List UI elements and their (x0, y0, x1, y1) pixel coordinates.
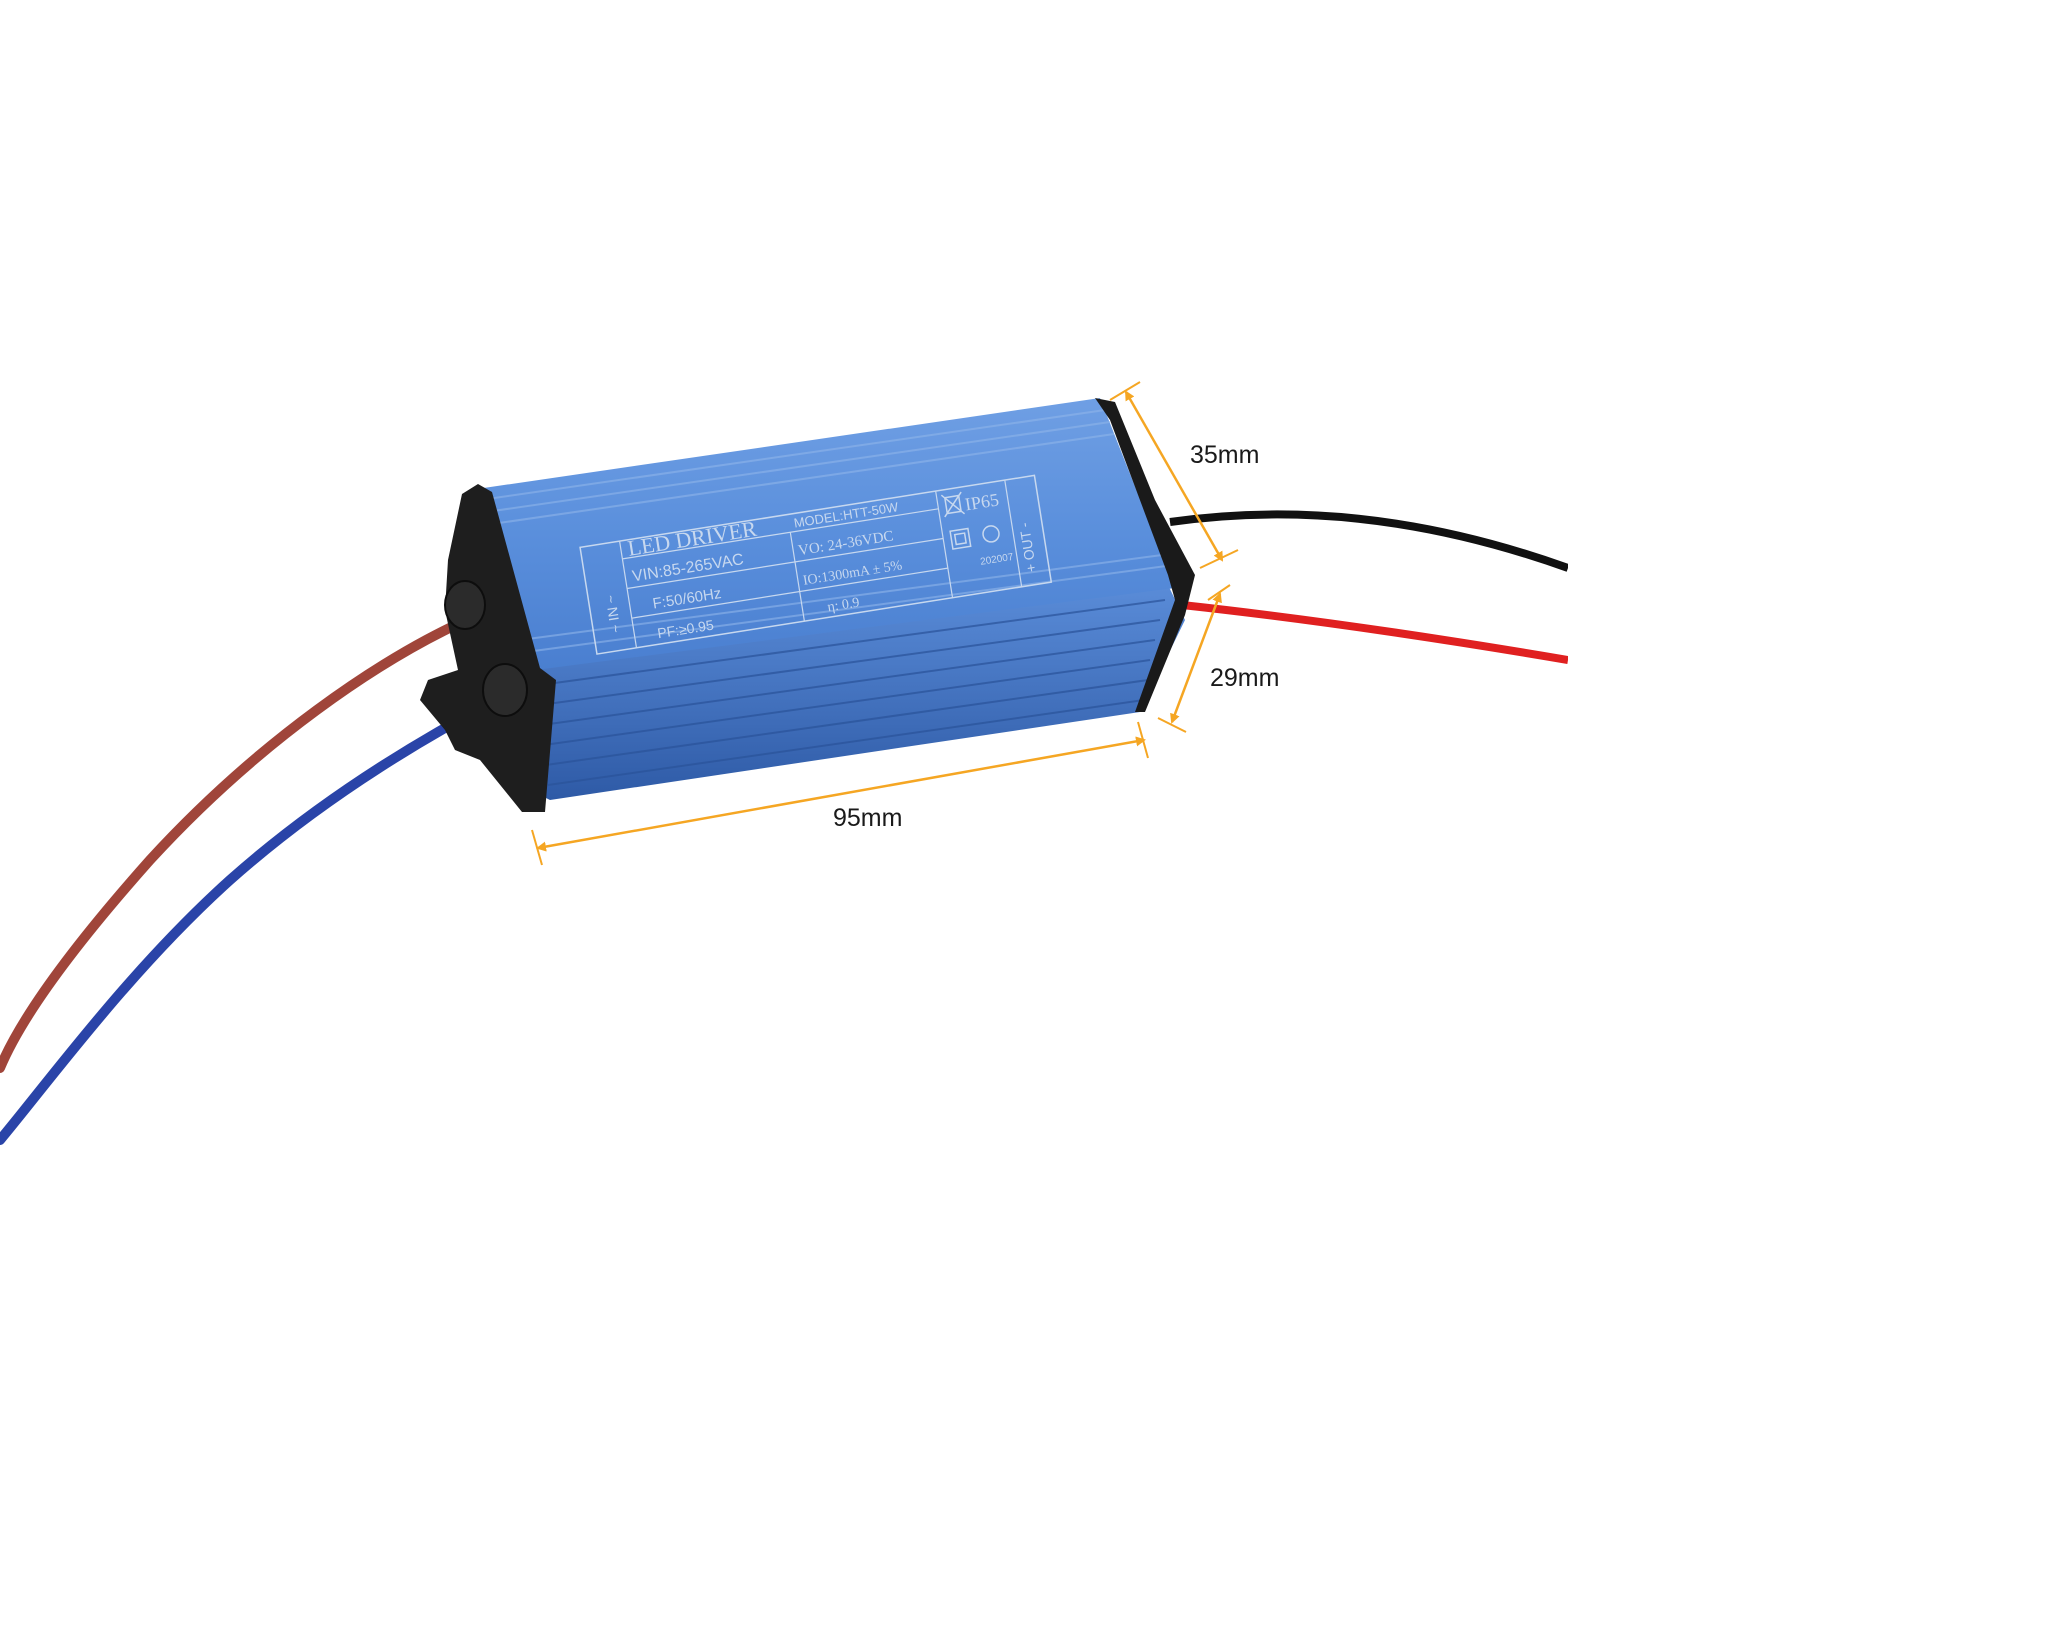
dim-length-label: 95mm (833, 804, 902, 832)
dim-width-tick-bottom (1157, 717, 1187, 733)
housing-top (470, 398, 1175, 670)
left-end-cap (420, 484, 556, 812)
right-end-cap (1095, 398, 1195, 712)
brown-wire (0, 617, 467, 1073)
dimension-width: 29mm (1157, 584, 1279, 733)
dimension-height: 35mm (1109, 381, 1259, 569)
dim-width-arrow (1170, 592, 1222, 724)
wire-gland-bottom (482, 663, 528, 717)
blue-wire (0, 695, 501, 1145)
product-photo: ~ IN ~ LED DRIVER MODEL:HTT-50W VIN:85-2… (0, 381, 1568, 1145)
weee-bin-icon (940, 491, 966, 518)
dim-height-label: 35mm (1190, 441, 1259, 469)
input-mark: ~ IN ~ (602, 594, 624, 634)
class-ii-icon (949, 527, 972, 550)
dimension-length: 95mm (531, 721, 1149, 866)
cert-mark-icon (982, 525, 1000, 543)
label-frame (579, 474, 1053, 655)
label-date: 202007 (979, 552, 1014, 568)
output-mark: + OUT - (1016, 521, 1040, 573)
label-eta: η: 0.9 (826, 595, 860, 615)
dim-length-arrow (536, 736, 1146, 852)
dim-height-arrow (1124, 390, 1224, 562)
black-wire (1169, 510, 1568, 572)
housing-top-grooves (479, 409, 1167, 653)
red-wire (1181, 601, 1568, 664)
dim-width-label: 29mm (1210, 664, 1279, 692)
dim-height-tick-top (1109, 381, 1141, 401)
wire-gland-top (444, 580, 486, 630)
